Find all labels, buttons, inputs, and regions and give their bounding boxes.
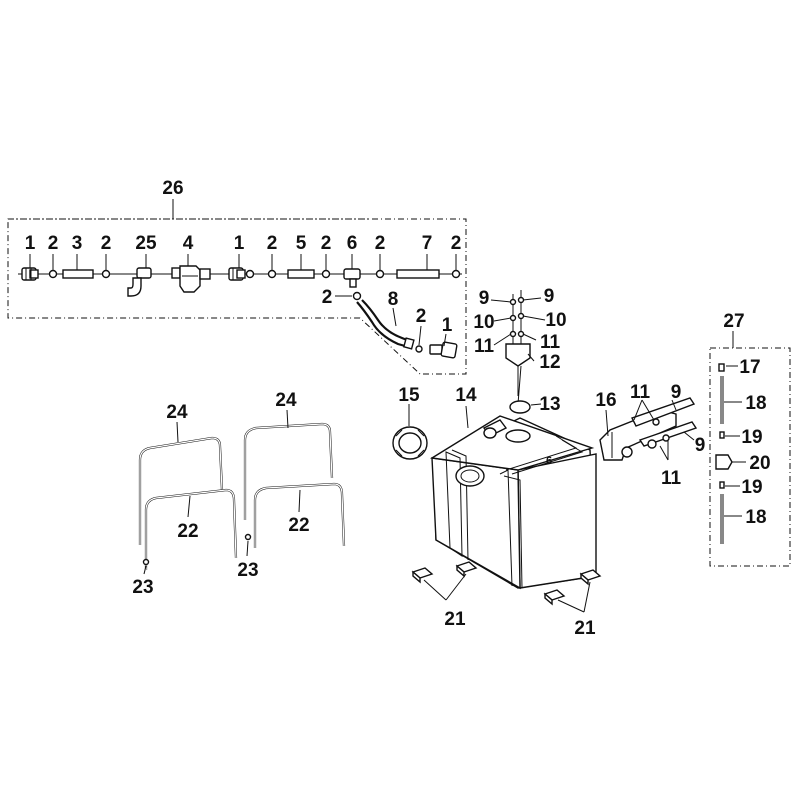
washer-2 (321, 269, 331, 279)
callout-10: 10 (473, 312, 494, 333)
callout-9: 9 (544, 286, 555, 307)
fuel-tank-14: 6 (429, 415, 597, 590)
elbow-fitting-25 (127, 267, 152, 297)
callout-2: 2 (375, 233, 386, 254)
callout-25: 25 (135, 233, 157, 254)
callout-2: 2 (267, 233, 278, 254)
washer-2 (451, 269, 461, 279)
leader-8 (392, 307, 397, 327)
callout-23: 23 (237, 560, 258, 581)
banjo-fitting-1 (429, 341, 458, 359)
leader-2 (418, 325, 422, 346)
callout-9: 9 (479, 288, 490, 309)
callout-7: 7 (422, 233, 433, 254)
callout-2: 2 (48, 233, 59, 254)
washer-2 (267, 269, 277, 279)
mounting-straps-right (243, 422, 346, 548)
filler-cap-15 (392, 426, 428, 460)
hose-5 (287, 269, 315, 279)
washer-2 (245, 269, 255, 279)
callout-15: 15 (398, 385, 420, 406)
callout-2: 2 (321, 233, 332, 254)
callout-2: 2 (322, 287, 333, 308)
callout-3: 3 (72, 233, 83, 254)
leader-1 (443, 333, 447, 347)
hose-3 (62, 269, 94, 279)
callout-1: 1 (442, 315, 453, 336)
mounting-straps-left (138, 436, 238, 570)
callout-23: 23 (132, 577, 153, 598)
callout-2: 2 (451, 233, 462, 254)
callout-21: 21 (574, 618, 596, 639)
callout-18: 18 (745, 507, 766, 528)
sender-flange-12 (505, 343, 531, 367)
callout-9: 9 (671, 382, 682, 403)
tank-bracket-16 (599, 397, 698, 461)
callout-8: 8 (388, 289, 399, 310)
callout-17: 17 (739, 357, 760, 378)
callout-1: 1 (25, 233, 36, 254)
callout-22: 22 (288, 515, 309, 536)
fuel-line-assembly-boundary-outline (7, 218, 467, 375)
banjo-fitting-1 (228, 267, 246, 281)
callout-6: 6 (347, 233, 358, 254)
tee-fitting-6 (343, 268, 361, 288)
callout-11: 11 (661, 468, 682, 489)
washer-2 (48, 269, 58, 279)
callout-16: 16 (595, 390, 616, 411)
callout-12: 12 (539, 352, 560, 373)
callout-2: 2 (101, 233, 112, 254)
hose-8 (356, 299, 415, 350)
callout-13: 13 (539, 394, 560, 415)
callout-27: 27 (723, 311, 744, 332)
strap-assembly-group (709, 331, 791, 567)
fuel-line-assembly-group (7, 199, 467, 375)
callout-labels: 26 1 2 3 2 25 4 1 2 5 2 6 2 7 2 2 8 2 1 … (25, 178, 771, 639)
callout-19: 19 (741, 427, 762, 448)
banjo-fitting-1 (21, 267, 39, 281)
callout-1: 1 (234, 233, 245, 254)
washer-2 (101, 269, 111, 279)
callout-22: 22 (177, 521, 198, 542)
callout-20: 20 (749, 453, 770, 474)
fuel-filter-4 (171, 265, 211, 293)
washer-2 (375, 269, 385, 279)
callout-21: 21 (444, 609, 466, 630)
sender-gasket-13 (509, 400, 531, 414)
svg-text:6: 6 (546, 455, 552, 467)
fuel-sender-assembly (490, 290, 546, 405)
callout-2: 2 (416, 306, 427, 327)
washer-2 (415, 345, 423, 353)
washer-2 (352, 291, 362, 301)
callout-24: 24 (166, 402, 188, 423)
callout-19: 19 (741, 477, 762, 498)
callout-26: 26 (162, 178, 183, 199)
callout-18: 18 (745, 393, 766, 414)
callout-24: 24 (275, 390, 297, 411)
callout-14: 14 (455, 385, 477, 406)
callout-11: 11 (474, 336, 495, 357)
rubber-pads-21 (411, 561, 602, 606)
callout-5: 5 (296, 233, 307, 254)
callout-11: 11 (540, 332, 561, 353)
strap-assembly-boundary (709, 347, 791, 567)
callout-4: 4 (183, 233, 194, 254)
callout-10: 10 (545, 310, 566, 331)
callout-9: 9 (695, 435, 706, 456)
hose-7 (396, 269, 440, 279)
callout-11: 11 (630, 382, 651, 403)
